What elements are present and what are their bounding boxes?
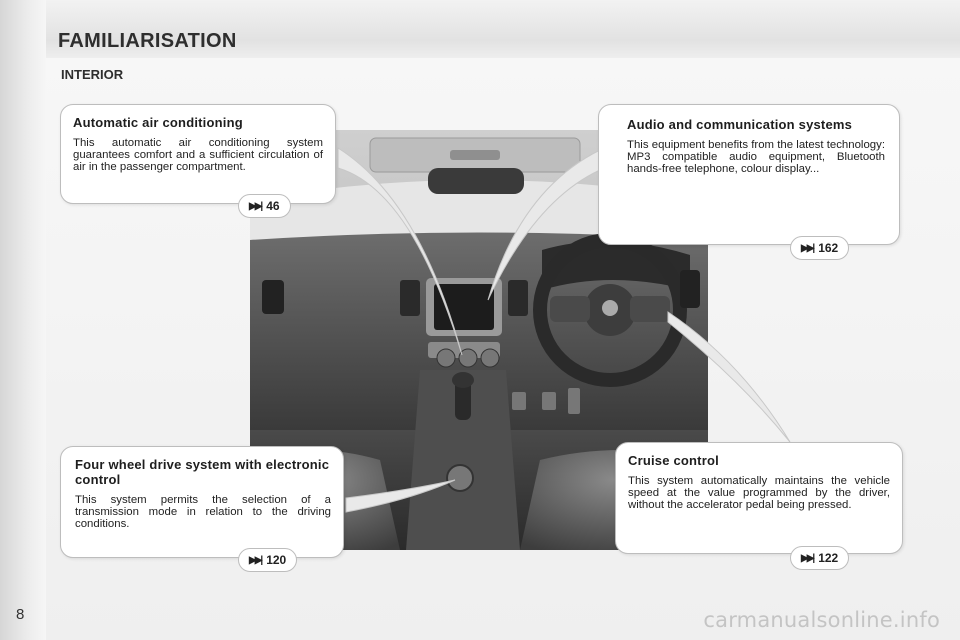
ref-badge-four-wheel-drive[interactable]: ▶▶| 120 [238, 548, 298, 572]
callout-air-conditioning-text: This automatic air conditioning system g… [73, 137, 323, 173]
callout-cruise-control-text: This system automatically maintains the … [628, 475, 890, 511]
callout-cruise-control-title: Cruise control [628, 453, 719, 468]
page-reference-icon: ▶▶| [801, 242, 815, 254]
ref-badge-cruise-control[interactable]: ▶▶| 122 [790, 546, 850, 570]
page-number: 8 [16, 606, 25, 623]
header-band [46, 0, 960, 58]
callout-air-conditioning-title: Automatic air conditioning [73, 115, 243, 130]
callout-audio-text: This equipment benefits from the latest … [627, 139, 885, 175]
callout-four-wheel-drive-text: This system permits the selection of a t… [75, 494, 331, 530]
callout-air-conditioning: Automatic air conditioning This automati… [60, 104, 336, 204]
ref-page-air-conditioning: 46 [266, 199, 280, 213]
page-reference-icon: ▶▶| [801, 552, 815, 564]
callout-audio: Audio and communication systems This equ… [598, 104, 900, 245]
ref-badge-audio[interactable]: ▶▶| 162 [790, 236, 850, 260]
callout-four-wheel-drive: Four wheel drive system with electronic … [60, 446, 344, 558]
page-reference-icon: ▶▶| [249, 200, 263, 212]
ref-badge-air-conditioning[interactable]: ▶▶| 46 [238, 194, 291, 218]
ref-page-audio: 162 [818, 241, 839, 255]
callout-audio-title: Audio and communication systems [627, 117, 853, 132]
ref-page-four-wheel-drive: 120 [266, 553, 287, 567]
callout-cruise-control: Cruise control This system automatically… [615, 442, 903, 554]
page-reference-icon: ▶▶| [249, 554, 263, 566]
callout-four-wheel-drive-title: Four wheel drive system with electronic … [75, 457, 330, 487]
left-margin-band [0, 0, 46, 640]
ref-page-cruise-control: 122 [818, 551, 839, 565]
page-title: FAMILIARISATION [58, 30, 237, 52]
section-title: INTERIOR [61, 67, 124, 82]
watermark: carmanualsonline.info [703, 608, 940, 632]
